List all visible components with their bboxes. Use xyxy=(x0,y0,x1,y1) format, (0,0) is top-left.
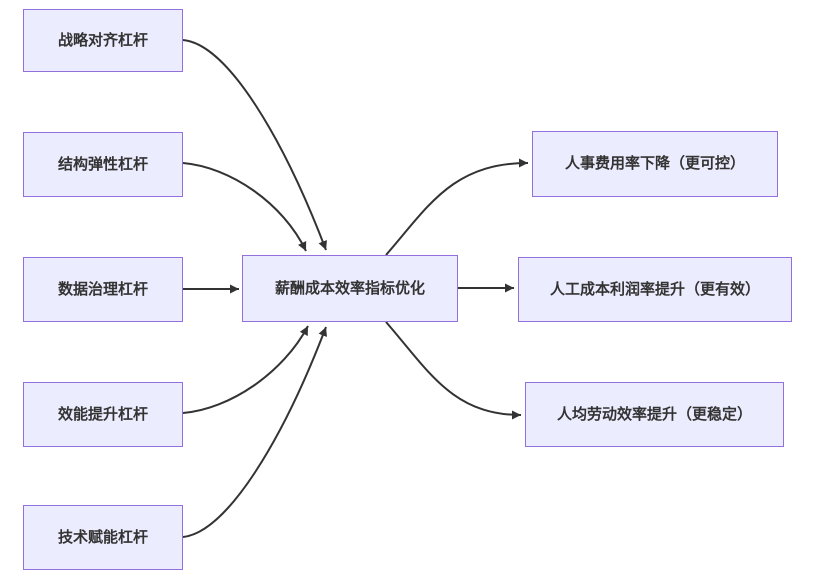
edge-lever3-to-center xyxy=(182,325,309,414)
node-outcome-per-capita-labor-efficiency: 人均劳动效率提升（更稳定） xyxy=(525,382,784,447)
node-center-compensation-cost-efficiency: 薪酬成本效率指标优化 xyxy=(242,255,458,322)
node-lever-strategic-alignment: 战略对齐杠杆 xyxy=(23,9,183,72)
node-lever-structural-elasticity: 结构弹性杠杆 xyxy=(23,132,183,197)
node-label: 人均劳动效率提升（更稳定） xyxy=(556,405,752,423)
node-lever-technology-enablement: 技术赋能杠杆 xyxy=(23,505,183,570)
node-label: 战略对齐杠杆 xyxy=(57,31,148,49)
node-label: 薪酬成本效率指标优化 xyxy=(274,279,425,297)
node-label: 效能提升杠杆 xyxy=(57,405,148,423)
edge-lever0-to-center xyxy=(182,39,327,251)
node-label: 结构弹性杠杆 xyxy=(57,155,148,173)
node-label: 技术赋能杠杆 xyxy=(57,528,148,546)
node-label: 人事费用率下降（更可控） xyxy=(564,155,745,173)
node-outcome-labor-cost-profit-ratio: 人工成本利润率提升（更有效） xyxy=(518,257,792,322)
edge-center-to-outcome2 xyxy=(385,321,522,420)
node-label: 人工成本利润率提升（更有效） xyxy=(549,280,760,298)
node-lever-efficiency-improvement: 效能提升杠杆 xyxy=(23,382,183,447)
edge-lever4-to-center xyxy=(182,326,327,538)
node-lever-data-governance: 数据治理杠杆 xyxy=(23,257,183,322)
node-outcome-personnel-expense-ratio: 人事费用率下降（更可控） xyxy=(532,131,778,197)
edge-center-to-outcome0 xyxy=(385,158,529,256)
node-label: 数据治理杠杆 xyxy=(57,280,148,298)
edge-lever1-to-center xyxy=(182,162,307,252)
